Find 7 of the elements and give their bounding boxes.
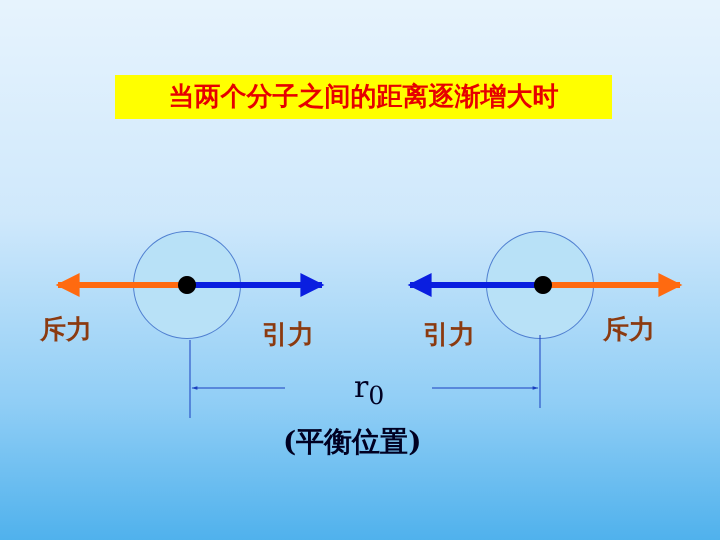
force-label: 斥力 [40, 314, 92, 347]
force-label: 引力 [262, 319, 314, 352]
force-label: 斥力 [603, 314, 655, 347]
title-banner: 当两个分子之间的距离逐渐增大时 [115, 75, 612, 119]
position-label: (平衡位置) [283, 424, 422, 460]
force-label: 引力 [423, 319, 475, 352]
distance-symbol: r$_{0}$ [354, 370, 384, 410]
